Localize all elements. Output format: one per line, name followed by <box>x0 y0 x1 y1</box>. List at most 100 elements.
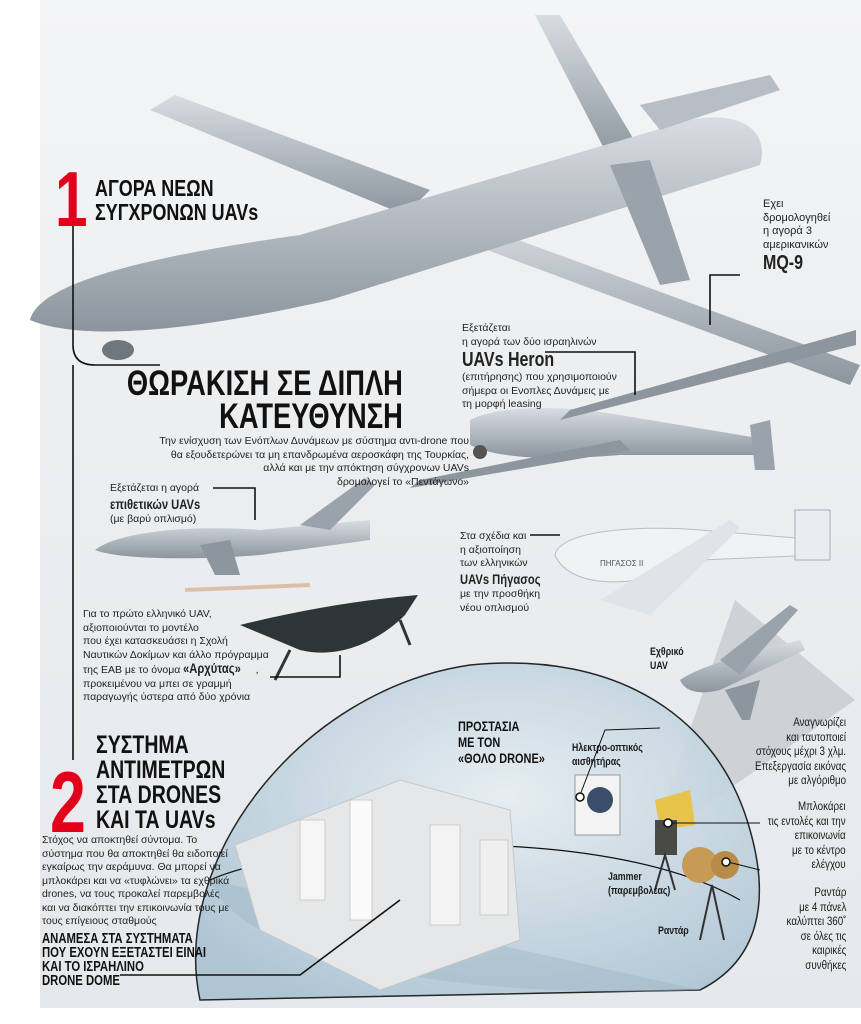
caption-line: ΚΑΙ ΤΟ ΙΣΡΑΗΛΙΝΟ <box>42 959 144 975</box>
main-intro: Την ενίσχυση των Ενόπλων Δυνάμεων με σύσ… <box>109 435 469 489</box>
desc-line: επικοινωνία <box>795 830 846 842</box>
archytas-caption: Για το πρώτο ελληνικό UAV, αξιοποιούνται… <box>83 608 269 705</box>
drone-dome-caption: ΑΝΑΜΕΣΑ ΣΤΑ ΣΥΣΤΗΜΑΤΑ ΠΟΥ ΕΧΟΥΝ ΕΞΕΤΑΣΤΕ… <box>42 931 207 989</box>
mq9-caption: Εχει δρομολογηθεί η αγορά 3 αμερικανικών… <box>763 198 830 274</box>
desc-line: στόχους μέχρι 3 χλμ. <box>755 746 846 758</box>
intro-line: Την ενίσχυση των Ενόπλων Δυνάμεων με σύσ… <box>159 435 469 447</box>
caption-line: των ελληνικών <box>460 557 528 569</box>
title-line: ΠΡΟΣΤΑΣΙΑ <box>458 718 520 734</box>
sensor-label: Ηλεκτρο-οπτικός αισθητήρας <box>572 741 643 769</box>
body-line: σύστημα που θα αποκτηθεί θα ειδοποιεί <box>42 847 228 860</box>
section-2-title: ΣΥΣΤΗΜΑ ΑΝΤΙΜΕΤΡΩΝ ΣΤΑ DRONES ΚΑΙ ΤΑ UAV… <box>96 733 225 833</box>
caption-line: η αγορά 3 <box>763 225 812 237</box>
section-2-number: 2 <box>50 755 86 851</box>
main-title: ΘΩΡΑΚΙΣΗ ΣΕ ΔΙΠΛΗ ΚΑΤΕΥΘΥΝΣΗ <box>126 364 403 436</box>
section-1-title: ΑΓΟΡΑ ΝΕΩΝ ΣΥΓΧΡΟΝΩΝ UAVs <box>95 176 258 224</box>
caption-line: με την προσθήκη <box>460 588 541 600</box>
title-line: ΚΑΤΕΥΘΥΝΣΗ <box>219 397 403 436</box>
caption-line: Στα σχέδια και <box>460 530 527 542</box>
title-line: ΣΤΑ DRONES <box>96 781 222 809</box>
desc-line: Ραντάρ <box>814 887 846 899</box>
desc-line: Επεξεργασία εικόνας <box>754 760 846 773</box>
title-line: ΑΝΤΙΜΕΤΡΩΝ <box>96 756 226 784</box>
mq9-drone-image <box>30 15 860 385</box>
heron-name: UAVs Heron <box>462 349 555 371</box>
radar-description: Ραντάρ με 4 πάνελ καλύπτει 360˚ σε όλες … <box>786 886 846 973</box>
pegasus-drone-image: ΠΗΓΑΣΟΣ II <box>554 509 831 615</box>
caption-line: Εξετάζεται <box>462 322 511 334</box>
body-line: εγκαίρως την αεράμυνα. Θα μπορεί να <box>42 861 221 873</box>
label-line: Εχθρικό <box>650 646 684 658</box>
attack-name: επιθετικών UAVs <box>110 495 201 512</box>
caption-line: η αξιοποίηση <box>460 543 521 556</box>
title-line: ΣΥΓΧΡΟΝΩΝ UAVs <box>95 199 259 225</box>
desc-line: με αλγόριθμο <box>788 775 846 787</box>
enemy-uav-label: Εχθρικό UAV <box>650 645 684 673</box>
caption-line: τη μορφή leasing <box>462 398 542 410</box>
caption-line: Ναυτικών Δοκίμων και άλλο πρόγραμμα <box>83 648 269 661</box>
body-line: Στόχος να αποκτηθεί σύντομα. Το <box>42 834 198 846</box>
caption-line: σήμερα οι Ενοπλες Δυνάμεις με <box>462 384 610 397</box>
caption-line: νέου οπλισμού <box>460 601 530 614</box>
label-line: Ηλεκτρο-οπτικός <box>572 742 643 754</box>
leader-lines <box>72 225 761 976</box>
label-line: αισθητήρας <box>572 756 621 768</box>
jammer-label: Jammer (παρεμβολέας) <box>608 870 670 898</box>
desc-line: και ταυτοποιεί <box>786 731 846 744</box>
pegasus-caption: Στα σχέδια και η αξιοποίηση των ελληνικώ… <box>460 530 561 615</box>
title-line: «ΘΟΛΟ DRONE» <box>458 750 545 766</box>
desc-line: Αναγνωρίζει <box>793 717 846 729</box>
title-line: ΘΩΡΑΚΙΣΗ ΣΕ ΔΙΠΛΗ <box>126 364 403 403</box>
radar-label: Ραντάρ <box>658 925 689 937</box>
caption-line: η αγορά των δύο ισραηλινών <box>462 335 597 348</box>
enemy-drone-image <box>680 605 805 720</box>
intro-line: αλλά και με την απόκτηση σύγχρονων UAVs <box>263 462 469 474</box>
intro-line: θα εξουδετερώνει τα μη επανδρωμένα αεροσ… <box>170 448 469 461</box>
section-1-number: 1 <box>55 155 88 243</box>
caption-line: δρομολογηθεί <box>763 211 831 224</box>
drone-dome <box>195 662 761 1001</box>
caption-line: Εξετάζεται η αγορά <box>110 482 200 494</box>
desc-line: με 4 πάνελ <box>798 901 846 914</box>
heron-drone-image <box>410 330 856 488</box>
caption-line: προκειμένου να μπει σε γραμμή <box>83 677 232 690</box>
dome-title: ΠΡΟΣΤΑΣΙΑ ΜΕ ΤΟΝ «ΘΟΛΟ DRONE» <box>458 718 545 766</box>
caption-line: αμερικανικών <box>763 238 829 251</box>
caption-text: της ΕΑΒ με το όνομα <box>83 664 184 676</box>
caption-line: της ΕΑΒ με το όνομα «Αρχύτας», <box>83 660 269 678</box>
caption-line: DRONE DOME <box>42 973 120 989</box>
title-line: ΜΕ ΤΟΝ <box>458 734 501 750</box>
desc-line: τις εντολές και την <box>768 815 846 828</box>
desc-line: σε όλες τις <box>800 930 846 943</box>
title-line: ΚΑΙ ΤΑ UAVs <box>96 806 216 834</box>
desc-line: καιρικές <box>811 945 846 957</box>
attack-drone-image <box>95 478 375 592</box>
caption-line: ΠΟΥ ΕΧΟΥΝ ΕΞΕΤΑΣΤΕΙ ΕΙΝΑΙ <box>42 945 207 961</box>
caption-line: Εχει <box>763 198 784 210</box>
desc-line: Μπλοκάρει <box>798 801 846 813</box>
archytas-name: «Αρχύτας» <box>183 660 242 676</box>
label-line: (παρεμβολέας) <box>608 885 671 897</box>
caption-line: που έχει κατασκευάσει η Σχολή <box>83 635 228 647</box>
caption-text: , <box>255 664 259 676</box>
label-line: Jammer <box>608 871 642 883</box>
attack-caption: Εξετάζεται η αγορά επιθετικών UAVs (με β… <box>110 482 223 527</box>
section-2-body: Στόχος να αποκτηθεί σύντομα. Το σύστημα … <box>42 834 229 929</box>
desc-line: με το κέντρο <box>792 844 846 857</box>
body-line: και να διακόπτει την επικοινωνία τους με <box>42 901 230 914</box>
title-line: ΑΓΟΡΑ ΝΕΩΝ <box>95 175 214 201</box>
body-line: τους επίγειους σταθμούς <box>42 915 157 927</box>
caption-line: ΑΝΑΜΕΣΑ ΣΤΑ ΣΥΣΤΗΜΑΤΑ <box>42 931 193 947</box>
intro-line: δρομολογεί το «Πεντάγωνο» <box>336 475 469 488</box>
heron-caption: Εξετάζεται η αγορά των δύο ισραηλινών UA… <box>462 322 617 412</box>
desc-line: ελέγχου <box>811 859 846 871</box>
title-line: ΣΥΣΤΗΜΑ <box>96 731 189 759</box>
pegasus-name: UAVs Πήγασος <box>460 570 541 587</box>
mq9-name: MQ-9 <box>763 252 803 274</box>
caption-line: Για το πρώτο ελληνικό UAV, <box>83 608 212 620</box>
sensor-description: Αναγνωρίζει και ταυτοποιεί στόχους μέχρι… <box>755 716 846 789</box>
body-line: μπλοκάρει και να «τυφλώνει» τα εχθρικά <box>42 874 230 887</box>
caption-line: (επιτήρησης) που χρησιμοποιούν <box>462 371 617 383</box>
